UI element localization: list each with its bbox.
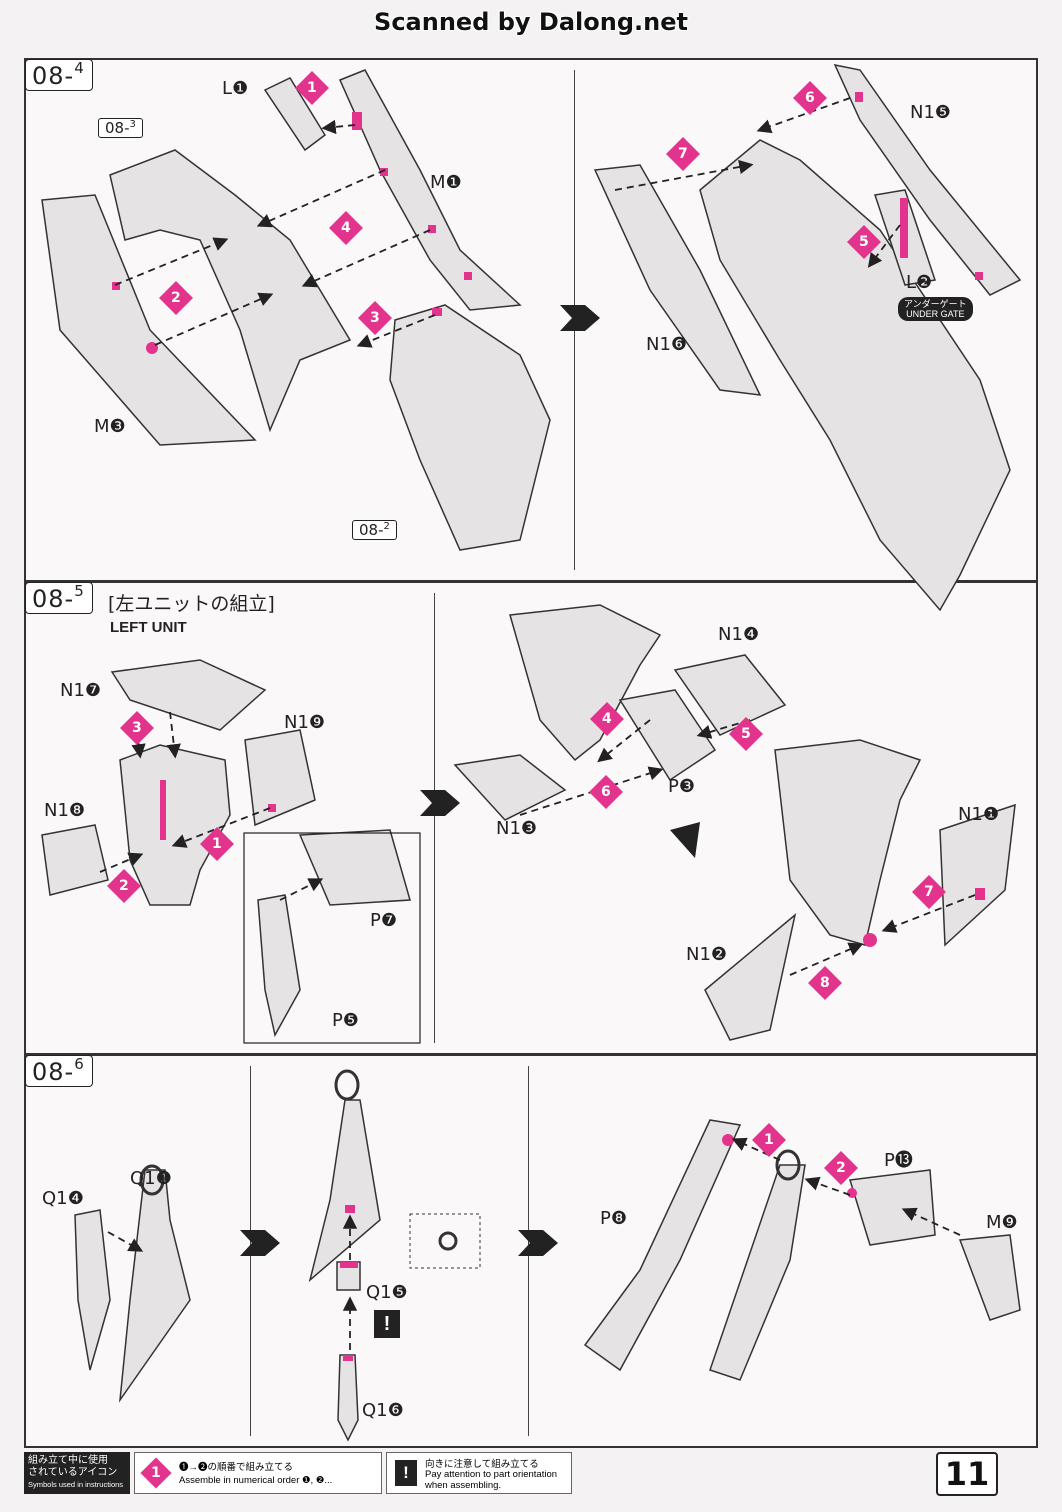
part-label-m3: M❸ bbox=[94, 416, 126, 437]
attention-icon: ! bbox=[395, 1460, 417, 1486]
part-label-q16: Q1❻ bbox=[362, 1400, 404, 1421]
part-label-m1: M❶ bbox=[430, 172, 462, 193]
part-mid-shape bbox=[618, 689, 717, 782]
page-number: 11 bbox=[936, 1452, 998, 1496]
part-l1-shape bbox=[263, 77, 326, 152]
part-label-q11: Q1❶ bbox=[130, 1168, 172, 1189]
part-label-n11: N1❶ bbox=[958, 804, 1000, 825]
part-label-n12: N1❷ bbox=[686, 944, 728, 965]
part-label-n13: N1❸ bbox=[496, 818, 538, 839]
legend-numbered-order: 1 ❶→❷の順番で組み立てる Assemble in numerical ord… bbox=[134, 1452, 382, 1494]
step-08-5-title-jp: [左ユニットの組立] bbox=[108, 593, 275, 615]
part-blade-shape bbox=[709, 1164, 806, 1381]
next-arrow-icon bbox=[560, 305, 600, 331]
part-label-m9: M❾ bbox=[986, 1212, 1018, 1233]
legend-orientation: ! 向きに注意して組み立てる Pay attention to part ori… bbox=[386, 1452, 572, 1494]
part-lower-shape bbox=[389, 304, 551, 551]
part-p7-shape bbox=[298, 829, 411, 906]
ring-shape bbox=[775, 1149, 801, 1181]
part-label-n15: N1❺ bbox=[910, 102, 952, 123]
part-n12-shape bbox=[704, 913, 797, 1041]
symbol-legend: 組み立て中に使用 されているアイコン Symbols used in instr… bbox=[24, 1452, 572, 1494]
step-08-4-label: 08-4 bbox=[25, 59, 93, 91]
step-08-5-title-en: LEFT UNIT bbox=[110, 619, 187, 636]
next-arrow-icon bbox=[420, 790, 460, 816]
part-q14-shape bbox=[74, 1209, 111, 1371]
part-label-n19: N1❾ bbox=[284, 712, 326, 733]
step-08-6-label: 08-6 bbox=[25, 1055, 93, 1087]
part-label-q14: Q1❹ bbox=[42, 1188, 84, 1209]
part-label-q15: Q1❺ bbox=[366, 1282, 408, 1303]
part-n11-shape bbox=[939, 803, 1016, 947]
part-label-p3: P❸ bbox=[668, 776, 695, 797]
part-n17-shape bbox=[110, 659, 267, 731]
ref-step-08-2: 08-2 bbox=[352, 520, 397, 540]
step-08-5-label: 08-5 bbox=[25, 582, 93, 614]
step-divider bbox=[434, 593, 435, 1043]
part-label-n17: N1❼ bbox=[60, 680, 102, 701]
part-n14-shape bbox=[673, 654, 787, 736]
next-arrow-icon bbox=[518, 1230, 558, 1256]
part-label-n18: N1❽ bbox=[44, 800, 86, 821]
part-label-l2: L❷ bbox=[906, 272, 933, 293]
part-m1-shape bbox=[338, 69, 522, 311]
part-frame-shape bbox=[109, 149, 352, 433]
part-p8-shape bbox=[583, 1119, 742, 1372]
part-p5-shape bbox=[257, 894, 301, 1038]
next-arrow-icon bbox=[240, 1230, 280, 1256]
attention-icon: ! bbox=[374, 1310, 400, 1338]
part-label-l1: L❶ bbox=[222, 78, 249, 99]
part-n19-shape bbox=[244, 729, 316, 827]
part-label-n14: N1❹ bbox=[718, 624, 760, 645]
step-number-icon: 1 bbox=[140, 1457, 172, 1489]
ring-shape bbox=[334, 1069, 360, 1101]
ref-step-08-3: 08-3 bbox=[98, 118, 143, 138]
part-q11-shape bbox=[118, 1169, 191, 1403]
part-m3-shape bbox=[41, 194, 257, 446]
part-label-p8: P❽ bbox=[600, 1208, 627, 1229]
part-unit-shape bbox=[774, 739, 922, 946]
part-label-p7: P❼ bbox=[370, 910, 397, 931]
part-n15-shape bbox=[833, 63, 1022, 296]
part-frame2-shape bbox=[509, 604, 662, 762]
part-q16-shape bbox=[337, 1354, 359, 1442]
legend-heading: 組み立て中に使用 されているアイコン Symbols used in instr… bbox=[24, 1452, 130, 1494]
part-label-p5: P❺ bbox=[332, 1010, 359, 1031]
ring-shape bbox=[139, 1164, 165, 1196]
part-center-shape bbox=[119, 744, 231, 906]
part-n16-shape bbox=[593, 164, 762, 396]
part-assembly-shape bbox=[699, 139, 1011, 612]
part-p13-shape bbox=[849, 1169, 936, 1246]
part-m9-shape bbox=[958, 1234, 1021, 1321]
scan-credit: Scanned by Dalong.net bbox=[374, 8, 688, 36]
part-tip-shape bbox=[308, 1099, 381, 1283]
part-n18-shape bbox=[41, 824, 109, 896]
part-label-n16: N1❻ bbox=[646, 334, 688, 355]
part-label-p13: P⓭ bbox=[884, 1150, 913, 1171]
next-arrow-icon bbox=[670, 822, 700, 858]
part-n13-shape bbox=[453, 754, 567, 821]
